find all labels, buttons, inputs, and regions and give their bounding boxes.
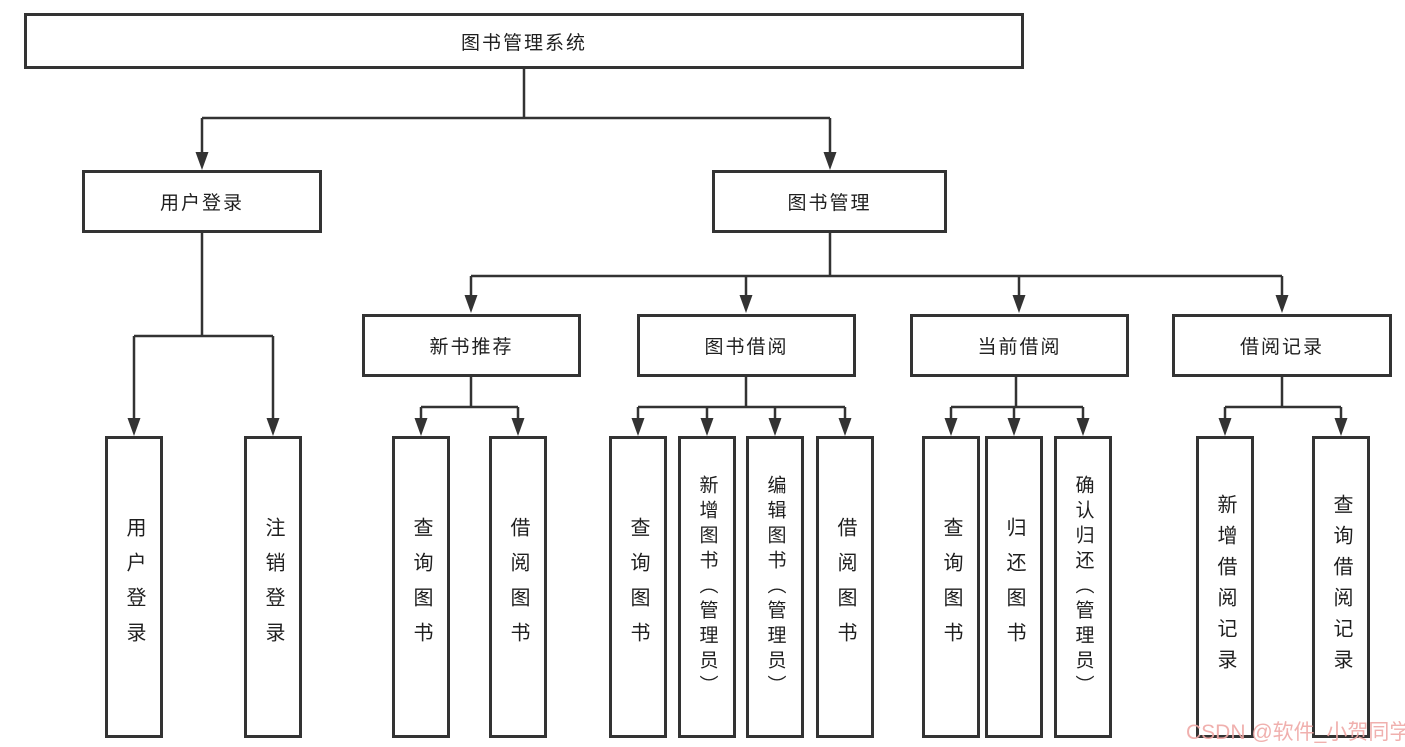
- tree-edges: [132, 69, 1343, 422]
- node-borrow-records: 借阅记录: [1172, 314, 1392, 377]
- leaf-bb-edit-books-admin: 编辑图书（管理员）: [746, 436, 804, 738]
- leaf-bb-borrow-books: 借阅图书: [816, 436, 874, 738]
- node-book-borrow: 图书借阅: [637, 314, 856, 377]
- leaf-br-query-record: 查询借阅记录: [1312, 436, 1370, 738]
- leaf-bb-query-books: 查询图书: [609, 436, 667, 738]
- leaf-nb-query-books: 查询图书: [392, 436, 450, 738]
- node-book-management: 图书管理: [712, 170, 947, 233]
- node-user-login: 用户登录: [82, 170, 322, 233]
- leaf-br-add-record: 新增借阅记录: [1196, 436, 1254, 738]
- node-current-borrow: 当前借阅: [910, 314, 1129, 377]
- leaf-cb-return-books: 归还图书: [985, 436, 1043, 738]
- node-root-title: 图书管理系统: [24, 13, 1024, 69]
- leaf-logout: 注销登录: [244, 436, 302, 738]
- watermark: CSDN @软件_小贺同学: [1186, 721, 1405, 744]
- arrowheads: [127, 152, 1348, 436]
- leaf-cb-query-books: 查询图书: [922, 436, 980, 738]
- leaf-bb-add-books-admin: 新增图书（管理员）: [678, 436, 736, 738]
- leaf-cb-confirm-return-admin: 确认归还（管理员）: [1054, 436, 1112, 738]
- leaf-user-login: 用户登录: [105, 436, 163, 738]
- leaf-nb-borrow-books: 借阅图书: [489, 436, 547, 738]
- node-new-book-recommend: 新书推荐: [362, 314, 581, 377]
